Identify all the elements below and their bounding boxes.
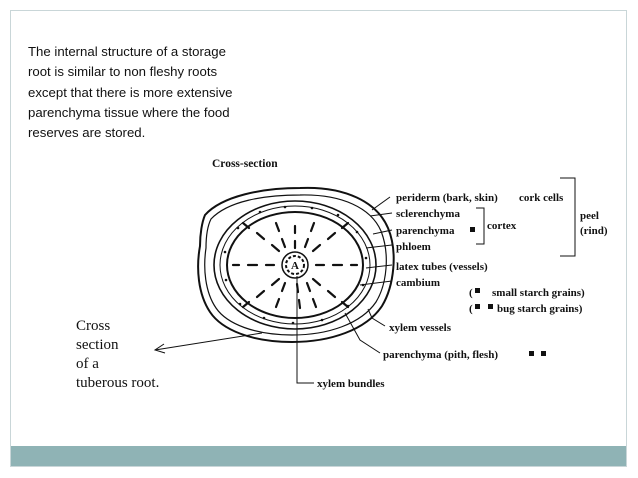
small-starch-marker [475, 288, 480, 293]
label-big-starch: bug starch grains) [497, 303, 583, 315]
label-small-starch: small starch grains) [492, 287, 585, 299]
big-starch-marker-1 [475, 304, 480, 309]
pith-marker-2 [541, 351, 546, 356]
label-cortex: cortex [487, 220, 517, 232]
figure-caption: Cross section of a tuberous root. [76, 317, 196, 393]
label-sclerenchyma: sclerenchyma [396, 208, 460, 220]
label-cork-cells: cork cells [519, 192, 564, 204]
caption-line: section [76, 337, 119, 353]
label-xylem-vessels: xylem vessels [389, 322, 452, 334]
label-periderm: periderm (bark, skin) [396, 192, 498, 204]
big-starch-marker-2 [488, 304, 493, 309]
pith-marker-1 [529, 351, 534, 356]
label-rind: (rind) [580, 225, 608, 237]
caption-line: of a [76, 356, 99, 372]
intro-text: The internal structure of a storage root… [28, 44, 233, 141]
latex-tube-dots [223, 205, 368, 325]
cork-layer [204, 194, 387, 336]
caption-line: tuberous root. [76, 375, 160, 391]
label-phloem: phloem [396, 241, 431, 253]
caption-line: Cross [76, 318, 111, 334]
diagram-title: Cross-section [212, 158, 278, 170]
cortex-ring [219, 205, 371, 325]
slide-frame [10, 10, 627, 467]
label-parenchyma: parenchyma [396, 225, 455, 237]
footer-bar [11, 446, 626, 466]
label-pith: parenchyma (pith, flesh) [383, 349, 498, 361]
sclerenchyma-ring [213, 200, 377, 330]
legend-paren-big: ( [469, 303, 473, 315]
phloem-ring [226, 211, 364, 319]
label-latex-tubes: latex tubes (vessels) [396, 261, 488, 273]
label-peel: peel [580, 210, 599, 222]
label-xylem-bundles: xylem bundles [317, 378, 385, 390]
parenchyma-marker [470, 227, 475, 232]
leader-lines [153, 177, 576, 384]
central-xylem-core: A [281, 251, 309, 279]
center-label: A [291, 260, 299, 272]
label-cambium: cambium [396, 277, 440, 289]
legend-paren-small: ( [469, 287, 473, 299]
periderm-ring [197, 186, 395, 344]
